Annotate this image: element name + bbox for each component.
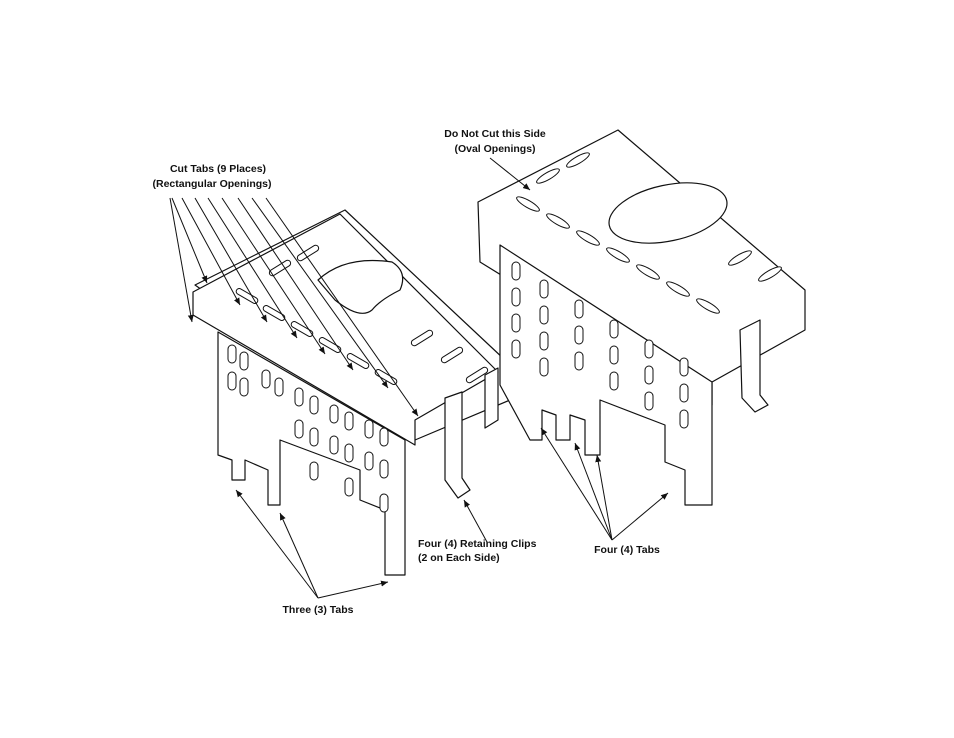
four-tabs-label: Four (4) Tabs [594, 544, 660, 556]
right-bracket [477, 129, 806, 506]
left-wall-slots [227, 344, 389, 513]
right-retaining-clip-back [739, 319, 769, 413]
four-tabs-leaders [540, 427, 669, 541]
cut-tabs-label-line1: Cut Tabs (9 Places) [170, 163, 266, 175]
cut-tabs-leaders [169, 197, 419, 417]
three-tabs-label: Three (3) Tabs [283, 604, 354, 616]
three-tabs-leaders [235, 489, 389, 599]
right-wall-slots [511, 261, 689, 429]
left-retaining-clip-front [444, 391, 471, 499]
left-retaining-clip-back [484, 367, 499, 429]
left-bracket [192, 209, 511, 576]
retaining-clips-leader [463, 499, 488, 543]
cut-tabs-label-line2: (Rectangular Openings) [152, 178, 271, 190]
retaining-clips-label-line2: (2 on Each Side) [418, 552, 500, 564]
do-not-cut-label-line2: (Oval Openings) [454, 143, 535, 155]
do-not-cut-leader [489, 157, 531, 191]
do-not-cut-label-line1: Do Not Cut this Side [444, 128, 546, 140]
left-top-slots [235, 244, 489, 385]
right-top-oval-slots [516, 152, 782, 314]
retaining-clips-label-line1: Four (4) Retaining Clips [418, 538, 537, 550]
